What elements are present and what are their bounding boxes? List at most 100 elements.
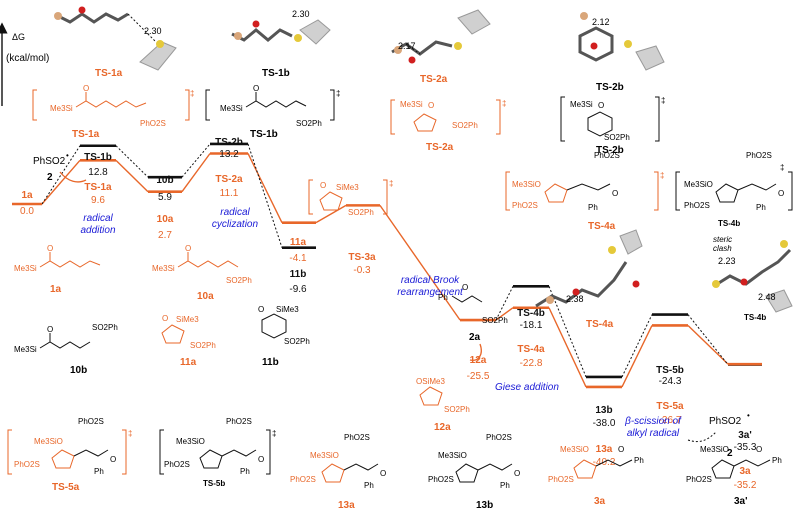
distance-label: 2.30 — [144, 26, 162, 36]
level-name-1a: 1a — [21, 190, 33, 201]
frag-me3sio: Me3SiO — [34, 437, 63, 446]
atom-o: O — [162, 314, 168, 323]
model-label: TS-4a — [586, 319, 614, 330]
atom-o: O — [47, 325, 53, 334]
frag-me3sio: Me3SiO — [700, 445, 729, 454]
frag-sime3: SiMe3 — [176, 315, 199, 324]
chain-bonds — [566, 183, 611, 191]
step-line: alkyl radical — [627, 428, 680, 439]
atom-s — [156, 40, 164, 48]
bracket-right — [496, 99, 501, 135]
distance-label: 2.12 — [592, 17, 610, 27]
atom-o — [408, 56, 416, 64]
chain-bonds — [177, 260, 239, 268]
atom-o: O — [428, 101, 434, 110]
frag-ph: Ph — [240, 467, 250, 476]
chain-bonds — [733, 459, 771, 467]
step-giese: Giese addition — [495, 382, 559, 393]
ts-dagger: ‡ — [336, 89, 340, 98]
level-name-13b: 13b — [595, 405, 612, 416]
ring-bonds — [261, 313, 287, 339]
level-name-ts4a: TS-4a — [517, 344, 545, 355]
structure-label: TS-4b — [718, 219, 740, 228]
atom-si — [394, 46, 402, 54]
connector-ts5a-3a — [687, 324, 729, 365]
frag-pho2s: PhO2S — [686, 475, 712, 484]
step-line: radical Brook — [401, 275, 460, 286]
atom-o: O — [185, 244, 191, 253]
model-bonds — [57, 12, 129, 24]
black-path-connectors — [41, 143, 729, 378]
reagent-2-right: 2 — [727, 448, 733, 459]
structure-label: 12a — [434, 422, 451, 433]
level-value-ts5a: -26.7 — [659, 415, 682, 426]
atom-s — [608, 246, 616, 254]
frag-pho2s: PhO2S — [164, 460, 190, 469]
radical-dot: • — [66, 151, 69, 160]
level-value-ts2b: 13.2 — [219, 149, 239, 160]
bracket-left — [32, 89, 37, 121]
frag-pho2s-top: PhO2S — [594, 151, 620, 160]
frag-ph: Ph — [772, 456, 782, 465]
frag-ph: Ph — [500, 481, 510, 490]
model-bonds — [535, 261, 628, 308]
model-phenyl — [457, 9, 491, 35]
ts-3d-models: 2.30 TS-1a 2.30 TS-1b 2.17 TS-2a — [54, 6, 793, 330]
structure-11a: O SiMe3 SO2Ph 11a — [161, 314, 216, 368]
chain-bonds — [39, 260, 101, 268]
level-value-11b: -9.6 — [289, 284, 307, 295]
level-name-3a: 3a — [739, 466, 751, 477]
level-value-13a: -40.2 — [593, 457, 616, 468]
atom-o: O — [618, 445, 624, 454]
atom-s — [294, 34, 302, 42]
ts-dagger: ‡ — [389, 179, 393, 188]
level-name-13a: 13a — [596, 444, 613, 455]
bracket-right — [655, 96, 660, 142]
level-name-3ap: 3a' — [738, 430, 752, 441]
frag-so2ph: SO2Ph — [604, 133, 630, 142]
structure-ts5b: ‡ PhO2S Me3SiO O PhO2S Ph TS-5b — [159, 417, 276, 488]
bracket-right — [654, 171, 659, 211]
connector-ts4b-13b — [548, 286, 587, 378]
level-value-10b: 5.9 — [158, 192, 172, 203]
frag-osime3: OSiMe3 — [416, 377, 445, 386]
structure-ts5a: ‡ PhO2S Me3SiO O PhO2S Ph TS-5a — [7, 417, 132, 493]
connector-ts1a-10a — [115, 159, 149, 193]
atom-o: O — [258, 305, 264, 314]
model-label: TS-1b — [262, 68, 290, 79]
bracket-left — [675, 171, 680, 211]
level-value-12a: -25.5 — [467, 371, 490, 382]
ts-dagger: ‡ — [272, 429, 276, 438]
chain-bonds — [39, 341, 91, 349]
chain-bonds — [477, 463, 513, 471]
frag-pho2s: PhO2S — [14, 460, 40, 469]
chain-bonds — [245, 100, 307, 108]
structure-ts2a: ‡ Me3Si O SO2Ph TS-2a — [390, 99, 506, 153]
radical-dot: • — [747, 411, 750, 420]
bracket-left — [205, 89, 210, 121]
level-name-ts2b: TS-2b — [215, 137, 243, 148]
atom-si — [234, 32, 242, 40]
ring-bonds — [161, 324, 185, 344]
ring-bonds — [321, 463, 345, 483]
level-name-10b: 10b — [156, 175, 173, 186]
bracket-left — [390, 99, 395, 135]
connector-ts2a-11a — [247, 153, 283, 223]
connector-12a-ts4a — [495, 307, 514, 321]
atom-o: O — [756, 445, 762, 454]
model-label: TS-4b — [744, 313, 766, 322]
atom-o — [78, 6, 86, 14]
model-ts1b: 2.30 TS-1b — [231, 9, 331, 79]
connector-1a-ts1b — [41, 145, 81, 205]
structure-2a: Ph O SO2Ph — [438, 283, 508, 325]
frag-me3si: Me3Si — [14, 345, 37, 354]
level-name-ts1b: TS-1b — [84, 152, 112, 163]
frag-pho2s-top: PhO2S — [486, 433, 512, 442]
connector-10a-ts2a — [181, 153, 211, 193]
note-line: clash — [713, 244, 732, 253]
atom-o — [590, 42, 598, 50]
connector-13a-ts5a — [621, 325, 653, 388]
model-label: TS-1a — [95, 68, 123, 79]
axis-unit: (kcal/mol) — [6, 53, 49, 64]
